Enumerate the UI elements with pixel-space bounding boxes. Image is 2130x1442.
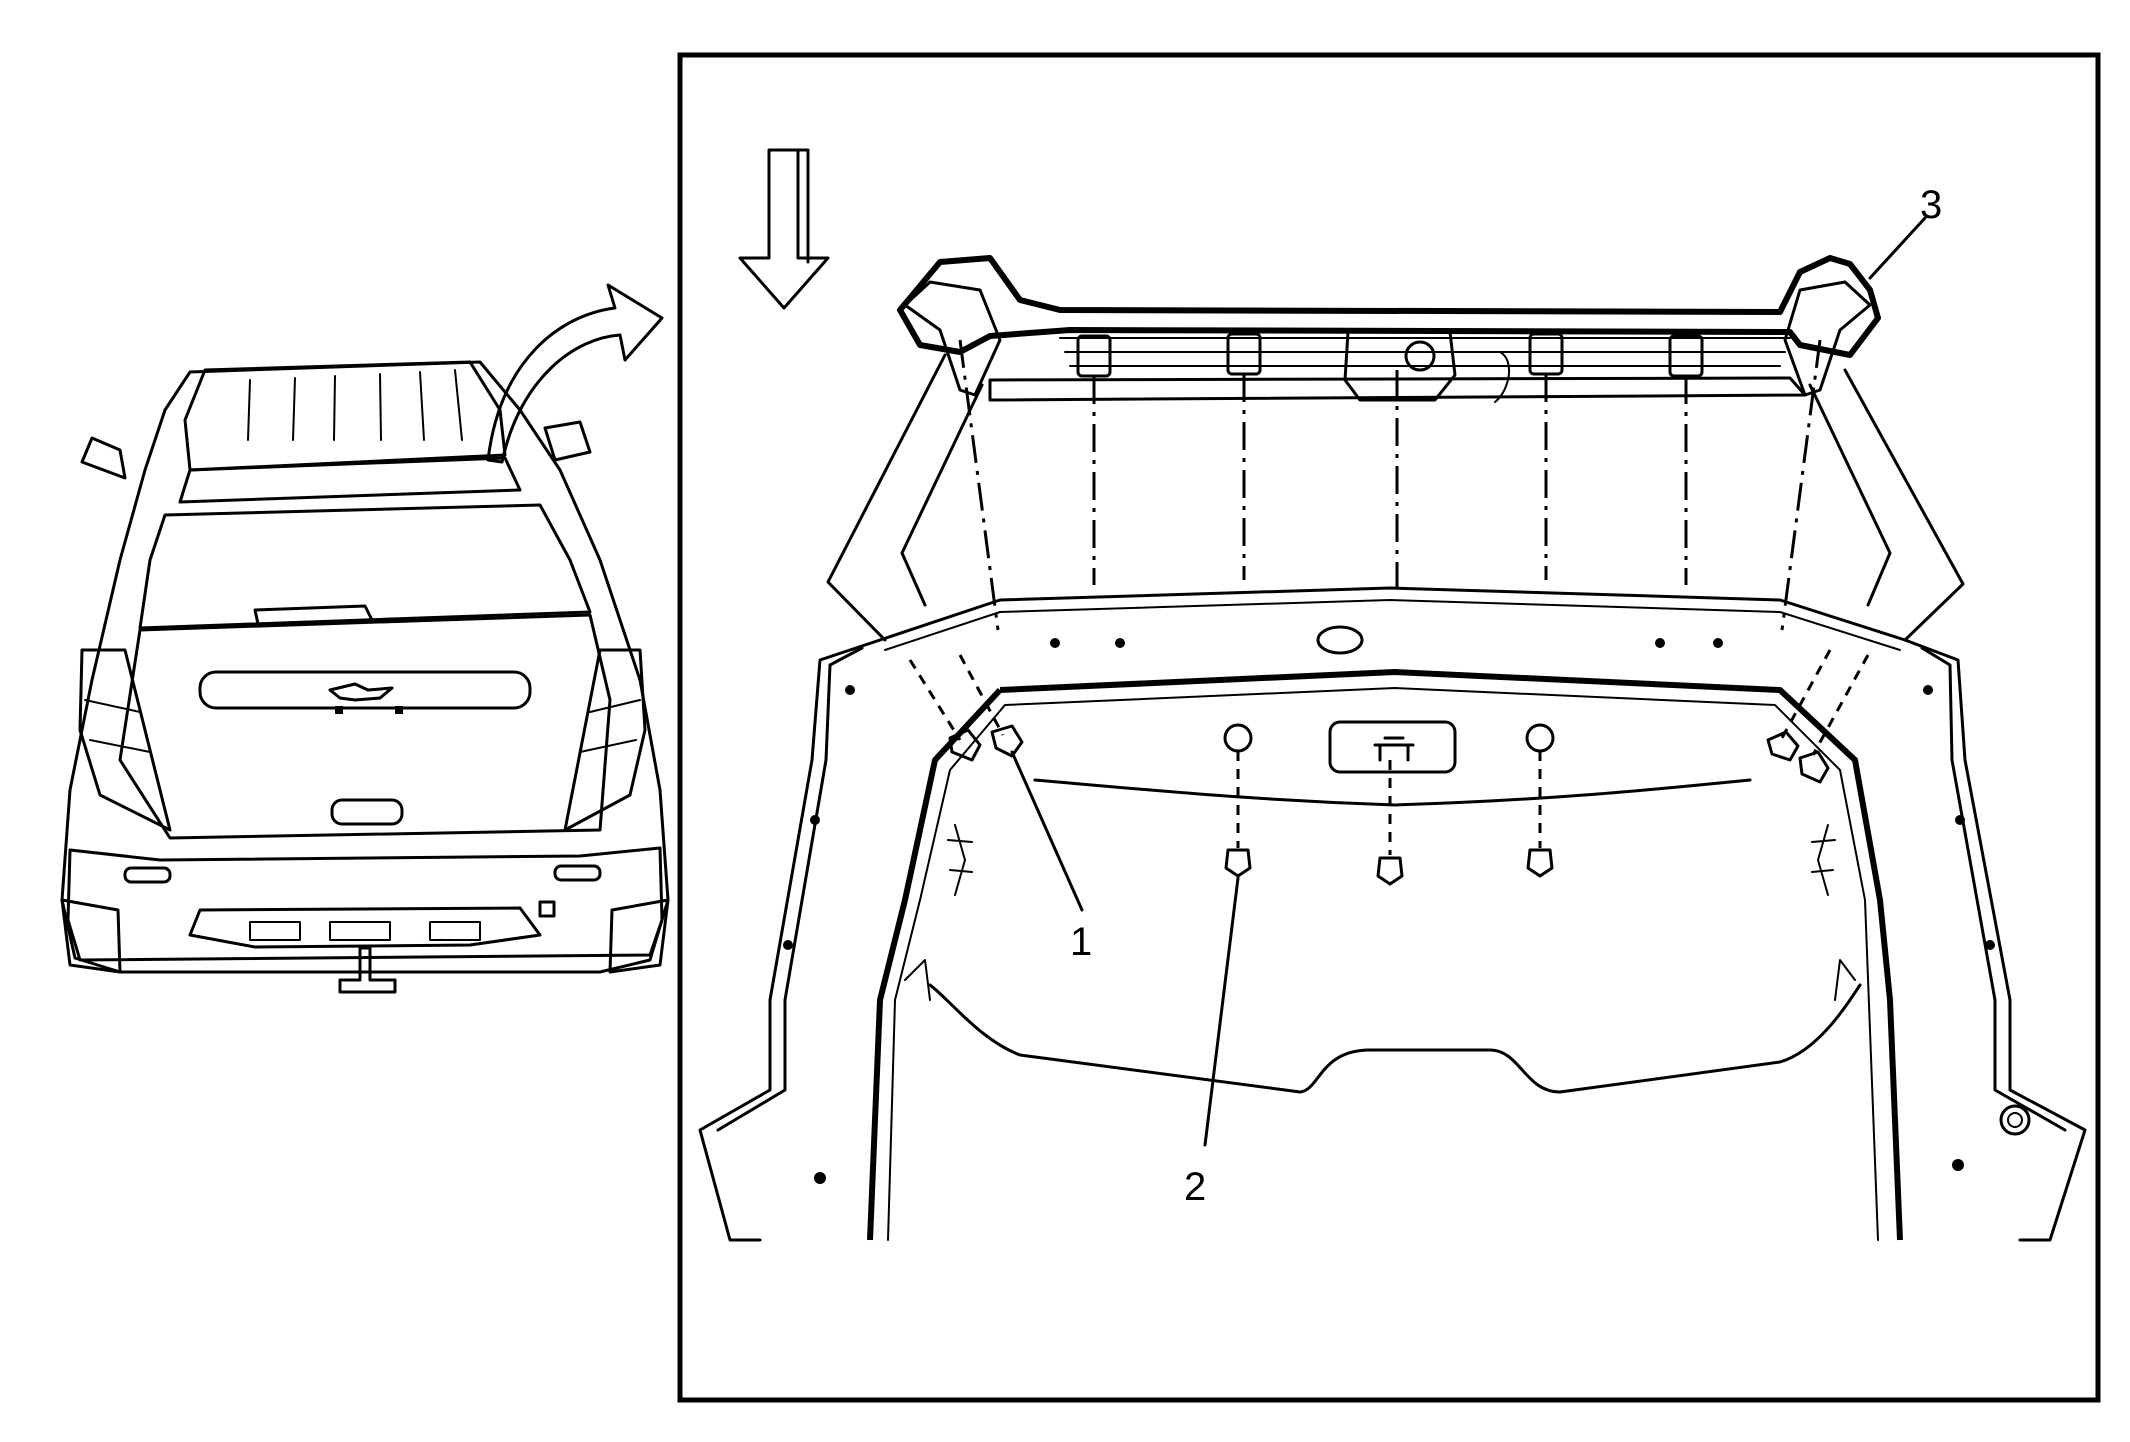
liftgate-panel bbox=[698, 586, 2087, 1242]
center-nuts bbox=[1224, 751, 1554, 886]
curved-arrow-icon bbox=[486, 283, 664, 464]
vehicle-rear-view bbox=[60, 360, 670, 994]
side-fasteners bbox=[908, 649, 1870, 784]
callout-2: 2 bbox=[1184, 1165, 1206, 1209]
rear-spoiler bbox=[897, 255, 1881, 403]
callout-3: 3 bbox=[1920, 183, 1942, 227]
leader-lines bbox=[1010, 216, 1927, 1147]
alignment-guides bbox=[826, 339, 1965, 642]
callout-1: 1 bbox=[1070, 920, 1092, 964]
down-arrow-icon bbox=[738, 148, 830, 310]
detail-frame bbox=[677, 52, 2101, 1403]
